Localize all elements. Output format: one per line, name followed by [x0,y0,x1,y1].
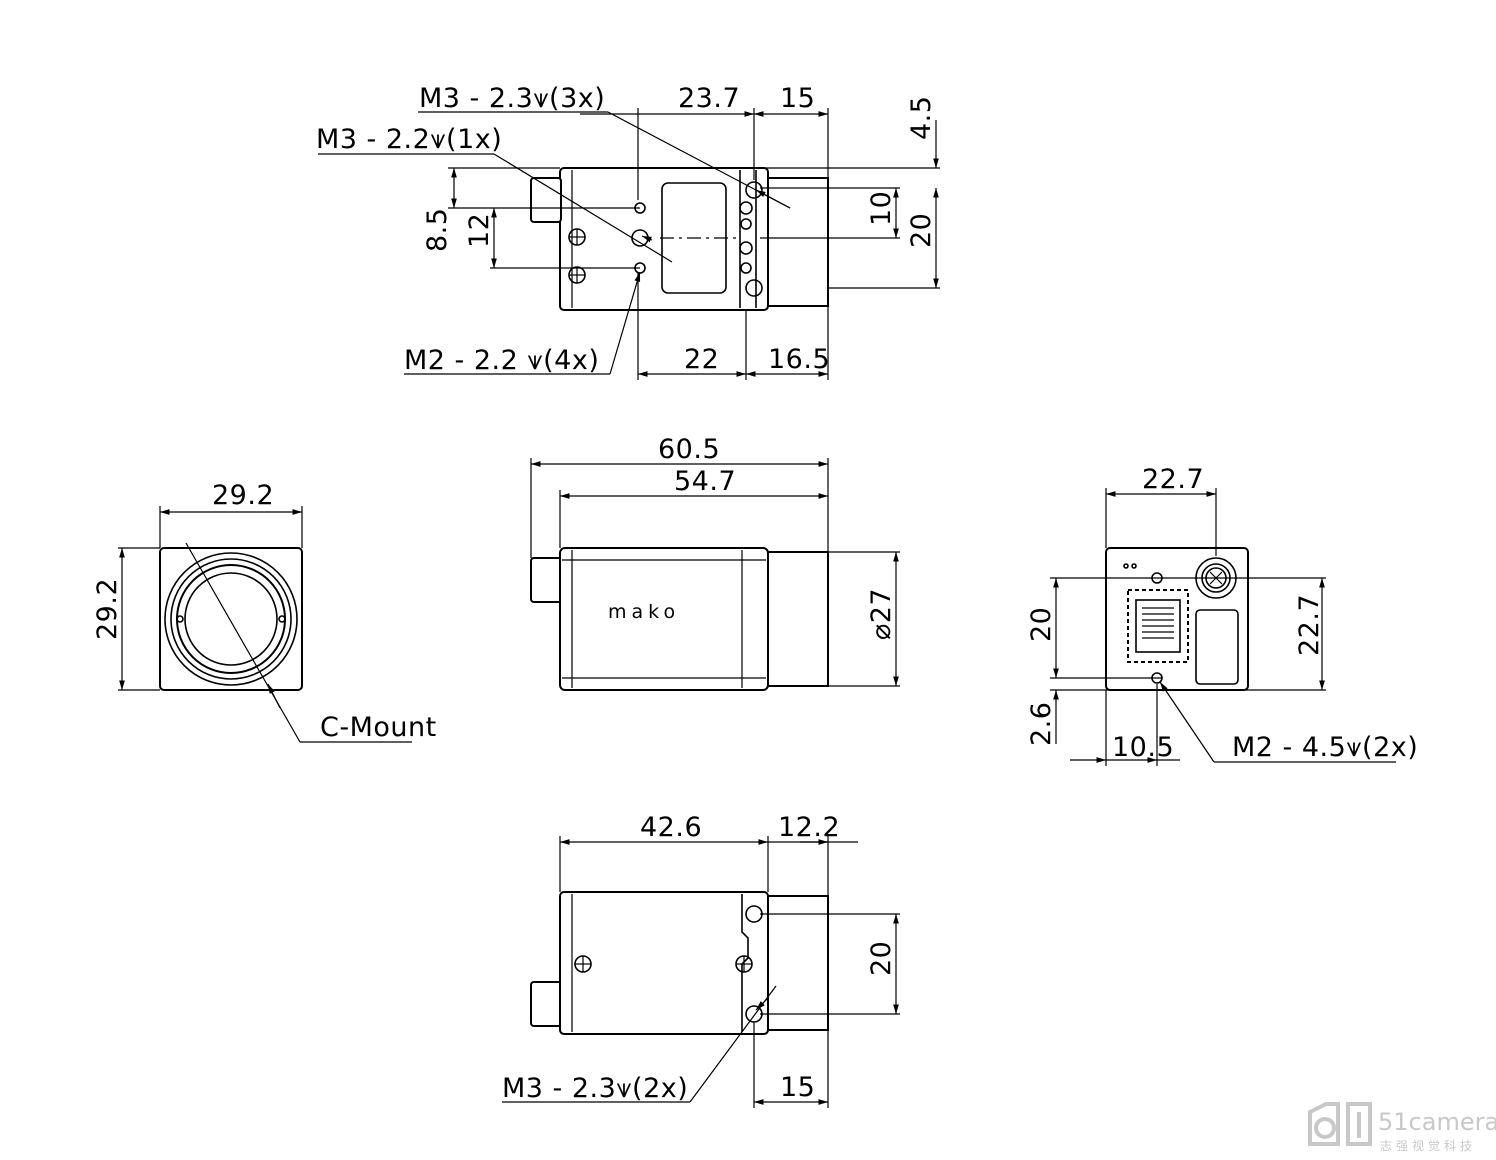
top-view: M3 - 2.3⩛(3x) M3 - 2.2⩛(1x) M2 - 2.2 ⩛(4… [316,83,940,380]
dim-10: 10 [866,191,897,226]
dim-54-7: 54.7 [674,466,736,497]
top-screw-lower [568,266,586,284]
dim-29-2-width: 29.2 [212,480,274,511]
watermark-brand: 51camera [1378,1108,1496,1136]
dim-20-back: 20 [1026,607,1057,642]
front-mount-outer [164,552,298,686]
top-screw-upper [568,228,586,246]
dim-60-5: 60.5 [658,434,720,465]
side-connector [530,557,562,603]
back-led-window [1195,609,1239,685]
top-body-outline [559,167,769,311]
dim-8-5: 8.5 [422,208,453,252]
dim-12: 12 [464,213,495,248]
callout-m3-2-3-3x: M3 - 2.3⩛(3x) [419,83,605,114]
label-c-mount: C-Mount [320,712,437,743]
top-connector [530,177,562,223]
watermark: 51camera 志强视觉科技 [1308,1102,1496,1153]
watermark-logo-icon [1308,1102,1372,1146]
bottom-screw-right [735,955,753,973]
dim-diameter-27: ⌀27 [866,588,897,640]
dim-16-5: 16.5 [768,344,830,375]
bottom-view: 42.6 12.2 20 15 M3 - 2.3⩛(2x) [502,812,900,1108]
dim-15-bottom: 15 [780,1072,815,1103]
bottom-lens-tube [767,895,829,1031]
side-view: mako 60.5 54.7 ⌀27 [530,434,900,691]
dim-22-7-width: 22.7 [1142,464,1204,495]
dim-15-top: 15 [780,83,815,114]
callout-m2-4-5-2x: M2 - 4.5⩛(2x) [1232,732,1418,763]
top-hole-m2-right-a [739,201,753,215]
dim-20-bottom: 20 [866,941,897,976]
dim-29-2-height: 29.2 [92,578,123,640]
dim-12-2: 12.2 [778,812,840,843]
front-mount-ring [176,564,286,674]
callout-m2-2-2-4x: M2 - 2.2 ⩛(4x) [404,345,599,376]
top-hole-m2-right-b [740,262,752,274]
dim-4-5: 4.5 [906,96,937,140]
dim-2-6: 2.6 [1026,702,1057,746]
watermark-tagline: 志强视觉科技 [1380,1138,1476,1153]
bottom-screw-left [574,955,592,973]
side-lens-tube [767,551,829,687]
dim-42-6: 42.6 [640,812,702,843]
dim-22-7-height: 22.7 [1294,594,1325,656]
front-view: 29.2 29.2 C-Mount [92,480,437,743]
bottom-connector [530,981,562,1027]
dim-23-7: 23.7 [678,83,740,114]
callout-m3-2-3-2x: M3 - 2.3⩛(2x) [502,1073,688,1104]
dim-10-5: 10.5 [1112,732,1174,763]
mako-logo: mako [608,601,680,623]
front-lens-opening [184,572,278,666]
top-lens-tube [767,177,829,307]
top-hole-m3-right-b [745,279,763,297]
back-view: 22.7 22.7 20 2.6 10.5 M2 - 4.5⩛(2x) [1026,464,1418,766]
dim-22: 22 [684,344,719,375]
callout-m3-2-2-1x: M3 - 2.2⩛(1x) [316,124,502,155]
dim-20-top: 20 [906,213,937,248]
